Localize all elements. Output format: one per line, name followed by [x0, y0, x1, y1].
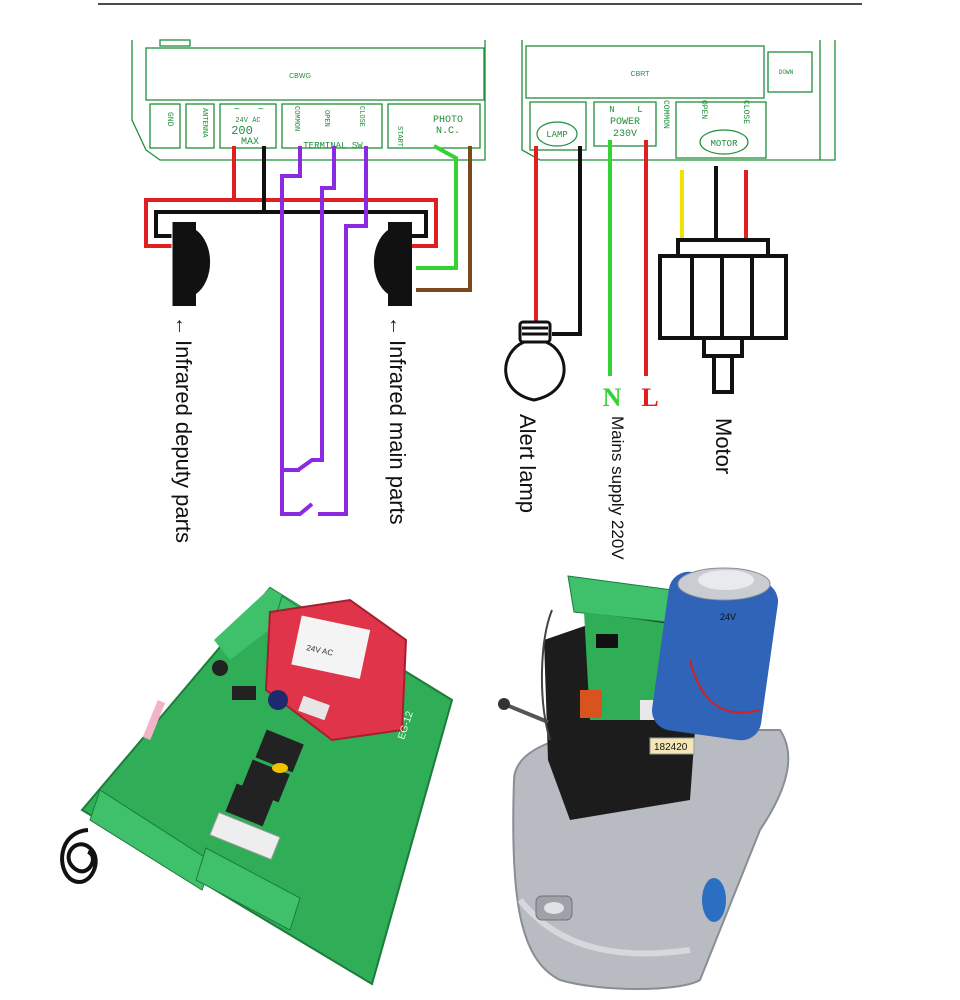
alert-lamp-label: Alert lamp [515, 414, 540, 513]
mains-supply-label: Mains supply 220V [608, 416, 627, 560]
ac-symbol-2: ~ [258, 104, 264, 115]
photo-nc-label: N.C. [436, 126, 460, 137]
close-label: CLOSE [357, 106, 365, 127]
l-port-label: L [637, 105, 642, 115]
right-board-top-label: CBRT [631, 71, 651, 78]
ac-supply-label: 24V AC [235, 117, 260, 125]
control-board-photo: 24V AC EG-12 [60, 586, 454, 986]
right-control-board [521, 40, 836, 161]
lamp-wires [534, 146, 582, 336]
motor-cap-text: 24V [720, 612, 736, 622]
alert-lamp-bulb [504, 320, 566, 402]
gate-motor-photo: 24V 182420 [498, 567, 790, 990]
lamp-terminal [536, 121, 578, 147]
power-port-label: POWER [610, 117, 640, 128]
motor-common-label: COMMON [661, 100, 670, 129]
n-port-label: N [609, 105, 614, 115]
mains-wires [608, 140, 648, 376]
power-voltage-label: 230V [613, 129, 637, 140]
antenna-label: ANTENNA [200, 108, 208, 138]
open-label: OPEN [322, 110, 330, 127]
live-letter: L [641, 383, 658, 412]
infrared-deputy-label: Infrared deputy parts [171, 340, 196, 543]
terminal-switch-wires [280, 146, 368, 516]
ac-value-label: 200 [231, 124, 253, 138]
neutral-letter: N [603, 383, 622, 412]
ac-symbol-1: ~ [234, 104, 240, 115]
right-board-side-label: DOWN [779, 69, 794, 76]
motor-terminal [699, 129, 749, 155]
motor-sticker-text: 182420 [654, 742, 688, 753]
photo-wires [416, 144, 472, 292]
motor-port-label: MOTOR [710, 139, 738, 149]
common-label: COMMON [292, 106, 300, 131]
infrared-deputy-arrow: ← [171, 316, 193, 336]
infrared-deputy-sensor [171, 222, 211, 306]
motor-close-label: CLOSE [741, 100, 750, 124]
infrared-power-wires [144, 146, 438, 248]
left-board-top-label: CBWG [289, 73, 311, 80]
start-label: START [395, 126, 403, 147]
ac-max-label: MAX [241, 137, 259, 148]
infrared-main-label: Infrared main parts [385, 340, 410, 525]
motor-symbol [658, 238, 788, 394]
motor-open-label: OPEN [699, 100, 708, 119]
infrared-main-sensor [373, 222, 412, 306]
left-control-board [131, 39, 486, 161]
photo-label: PHOTO [433, 115, 463, 126]
motor-wires [680, 166, 748, 240]
infrared-main-arrow: ← [385, 316, 407, 336]
motor-label: Motor [711, 418, 736, 474]
lamp-port-label: LAMP [546, 130, 568, 140]
gnd-label: GND [165, 112, 174, 127]
